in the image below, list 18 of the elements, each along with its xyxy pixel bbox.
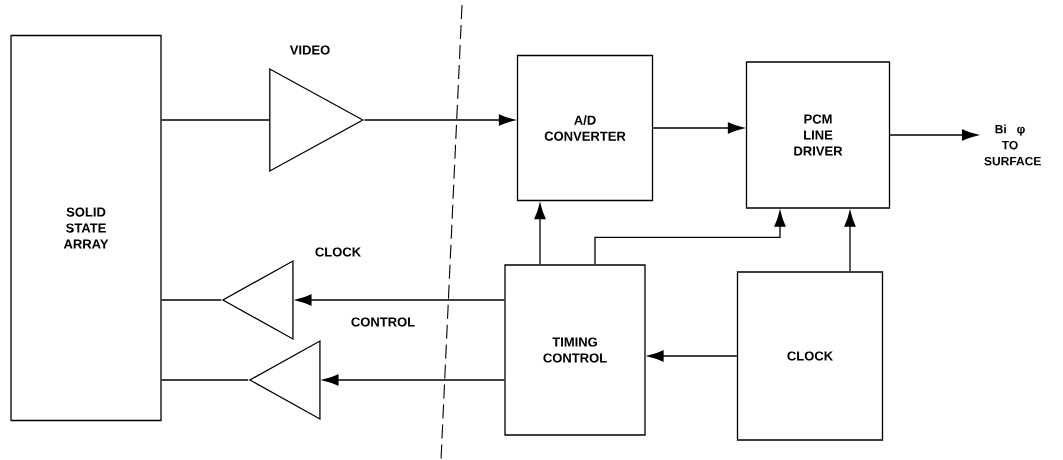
arrow [889, 129, 978, 141]
block-box: CLOCK [736, 271, 884, 441]
arrow [844, 211, 856, 272]
arrow [295, 294, 505, 306]
output-label: Bi φ TO SURFACE [984, 124, 1041, 166]
arrow [594, 211, 786, 265]
signal-label: CLOCK [315, 247, 361, 257]
arrow [534, 203, 546, 265]
block-box: SOLID STATE ARRAY [10, 34, 162, 422]
signal-label: CONTROL [351, 317, 415, 327]
arrow [652, 122, 744, 134]
arrow [363, 114, 515, 126]
block-box: TIMING CONTROL [504, 264, 646, 436]
block-box: A/D CONVERTER [516, 54, 654, 202]
arrow [648, 350, 738, 362]
block-box: PCM LINE DRIVER [745, 61, 891, 209]
signal-label: VIDEO [289, 45, 330, 55]
arrow [322, 374, 505, 386]
